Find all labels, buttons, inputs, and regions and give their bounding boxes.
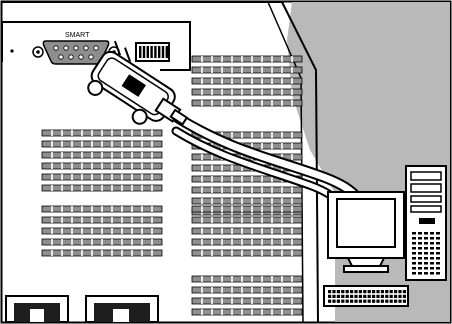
dip-switch-lever — [147, 46, 149, 58]
power-inlet-right — [86, 296, 158, 322]
dip-switch-lever — [143, 46, 145, 58]
dip-switch-lever — [162, 46, 164, 58]
db9-pin — [54, 46, 58, 50]
db9-pin — [94, 46, 98, 50]
dip-switch-lever — [166, 46, 168, 58]
dip-switch-lever — [158, 46, 160, 58]
db9-pin — [79, 55, 83, 59]
db9-pin — [89, 55, 93, 59]
port-label-smart: SMART — [65, 32, 90, 39]
dip-switch-lever — [139, 46, 141, 58]
power-inlet-left — [6, 296, 68, 322]
dip-switch — [136, 43, 169, 61]
db9-pin — [74, 46, 78, 50]
db9-pin — [69, 55, 73, 59]
db9-pin — [84, 46, 88, 50]
db9-pin — [64, 46, 68, 50]
db9-pin — [59, 55, 63, 59]
dip-switch-lever — [150, 46, 152, 58]
dip-switch-lever — [154, 46, 156, 58]
